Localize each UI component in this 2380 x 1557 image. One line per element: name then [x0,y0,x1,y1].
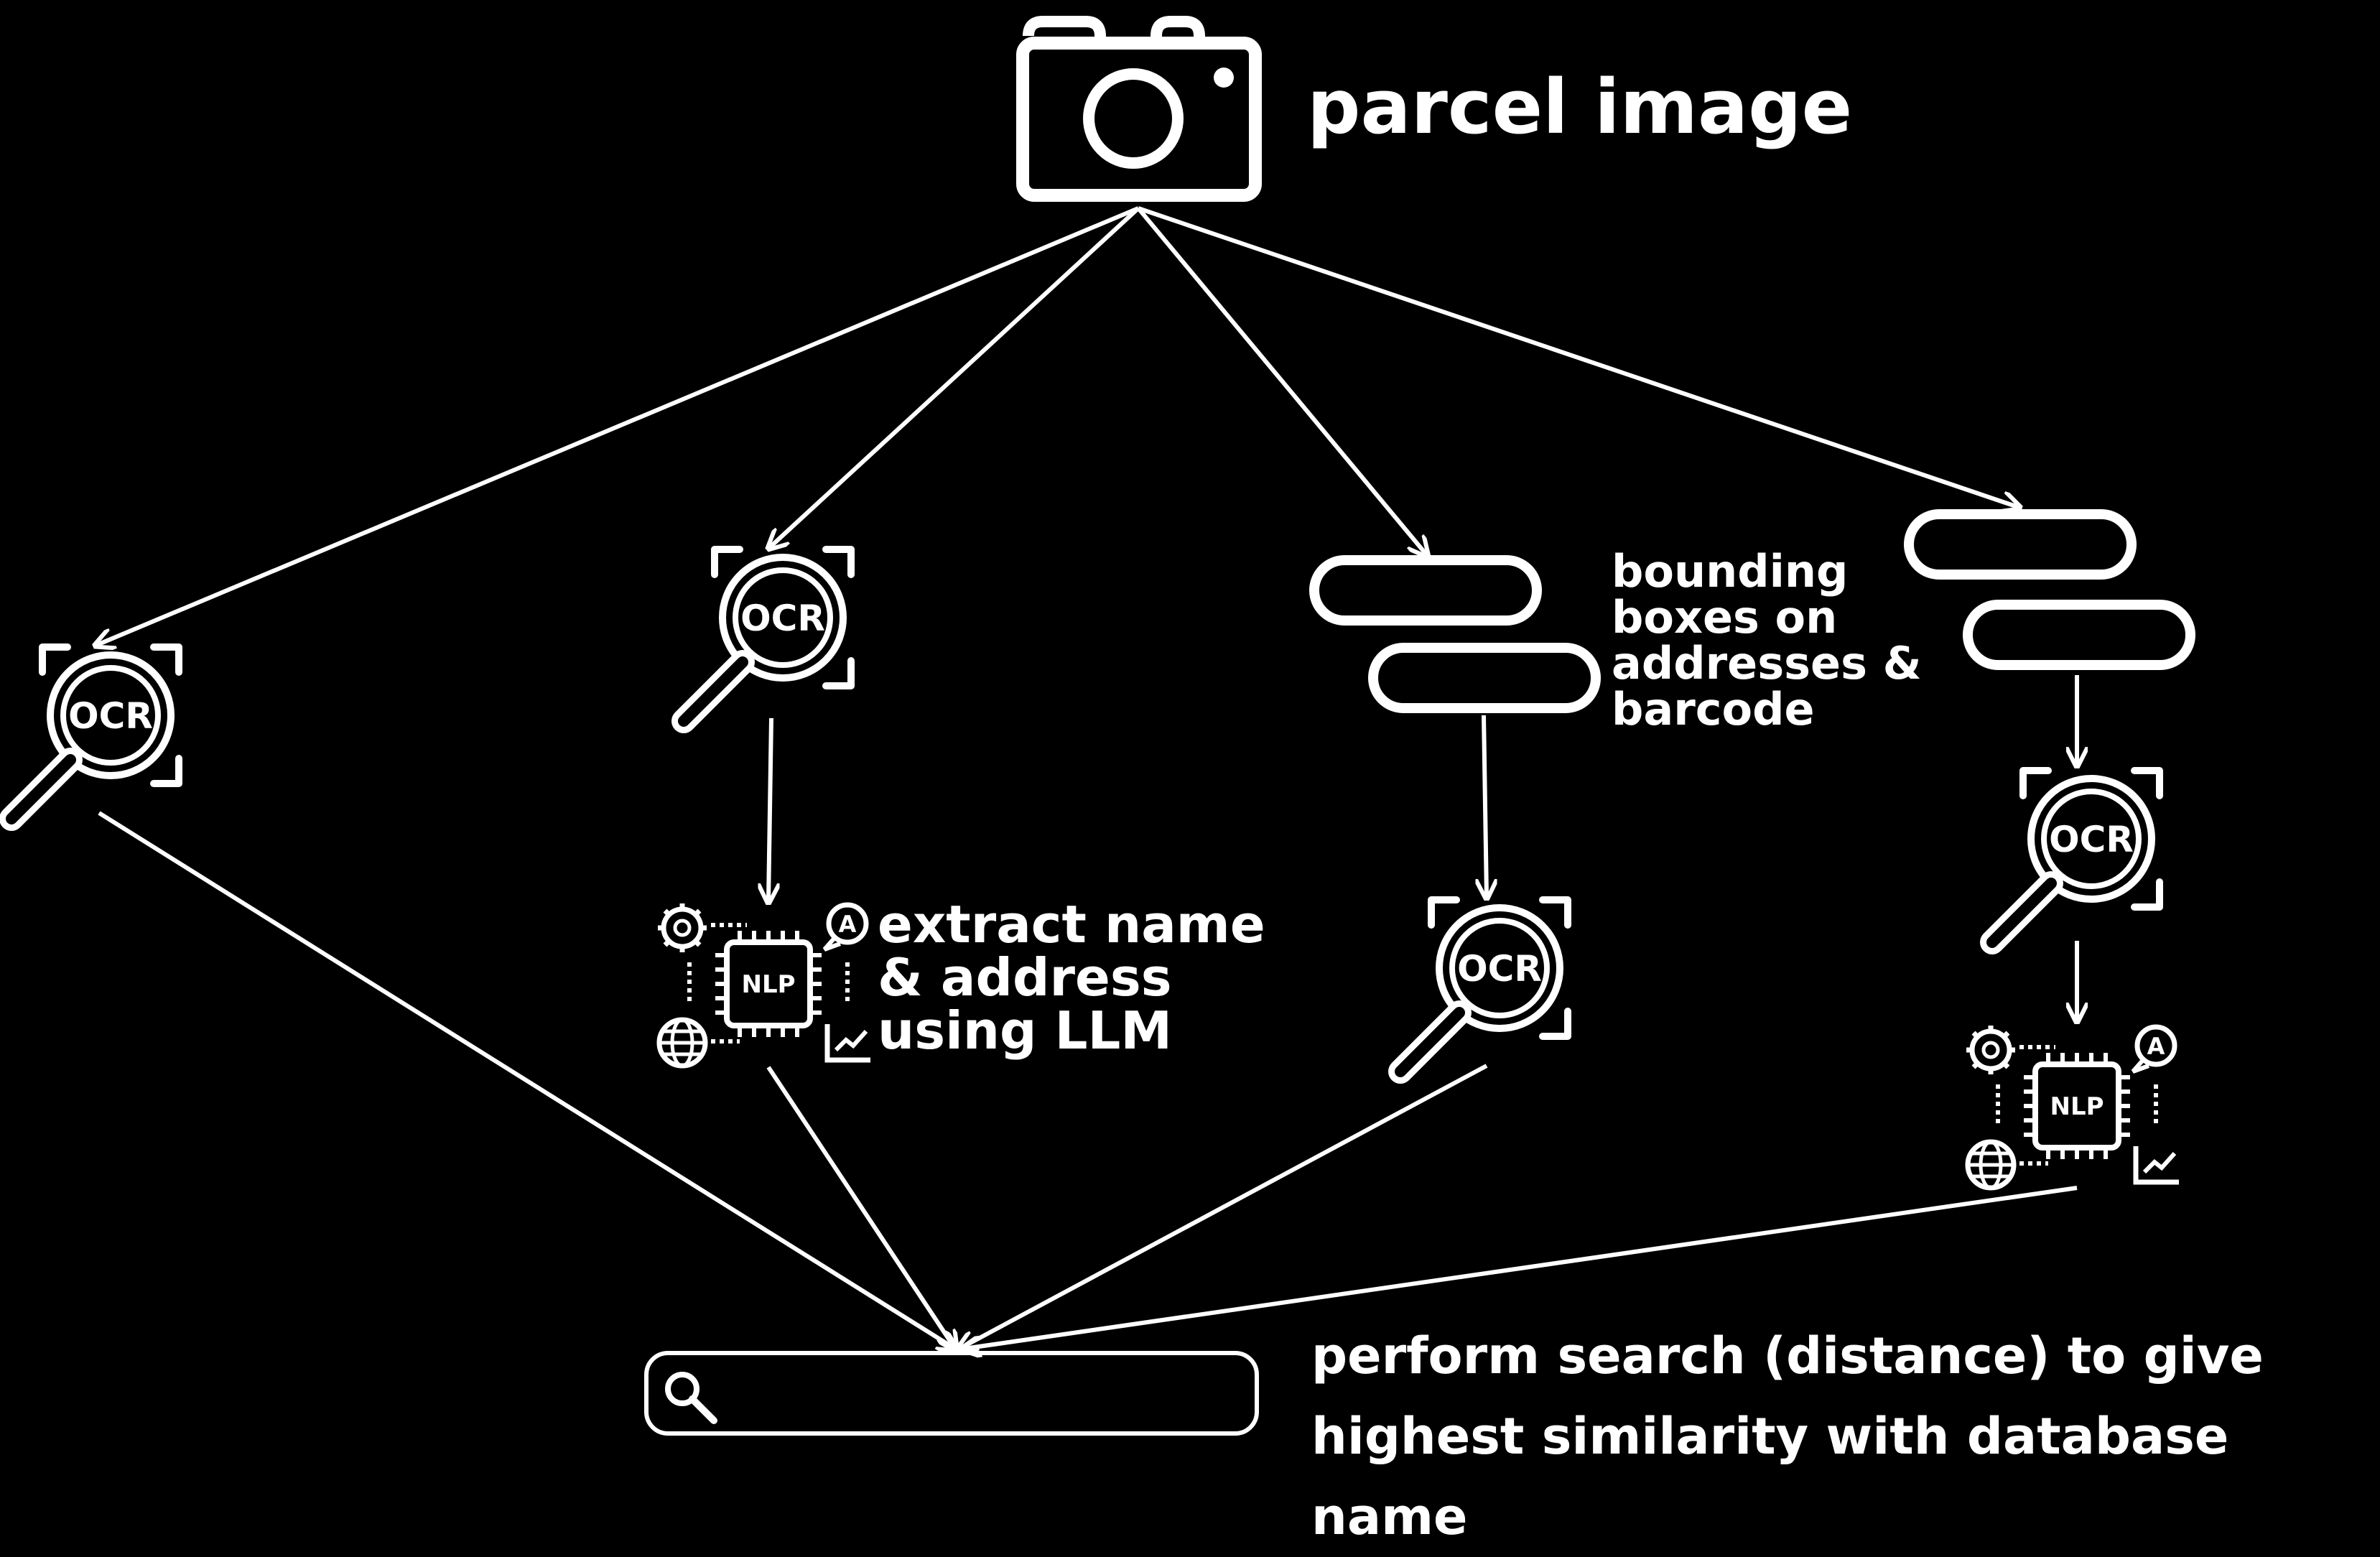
nlp-icon-col4 [1966,1026,2179,1188]
camera-icon [1016,16,1262,202]
label-extract-llm: extract name & address using LLM [878,894,1265,1061]
bounding-box-pills-col4 [1904,509,2195,670]
search-bar [644,1351,1259,1436]
ocr-icon-col1 [11,647,179,819]
pipeline-diagram: OCR NLP A [0,16,2195,1436]
label-search: perform search (distance) to give highes… [1311,1326,2264,1546]
label-bounding-boxes: bounding boxes on addresses & barcode [1612,545,1922,735]
title-parcel-image: parcel image [1307,63,1853,151]
ocr-icon-col2 [684,549,851,721]
arrows [97,206,2077,1349]
nlp-icon-col2 [658,903,870,1066]
ocr-icon-col4 [1992,771,2160,942]
bounding-box-pills-col3 [1309,555,1601,713]
search-icon [665,1372,717,1424]
ocr-icon-col3 [1400,900,1568,1072]
